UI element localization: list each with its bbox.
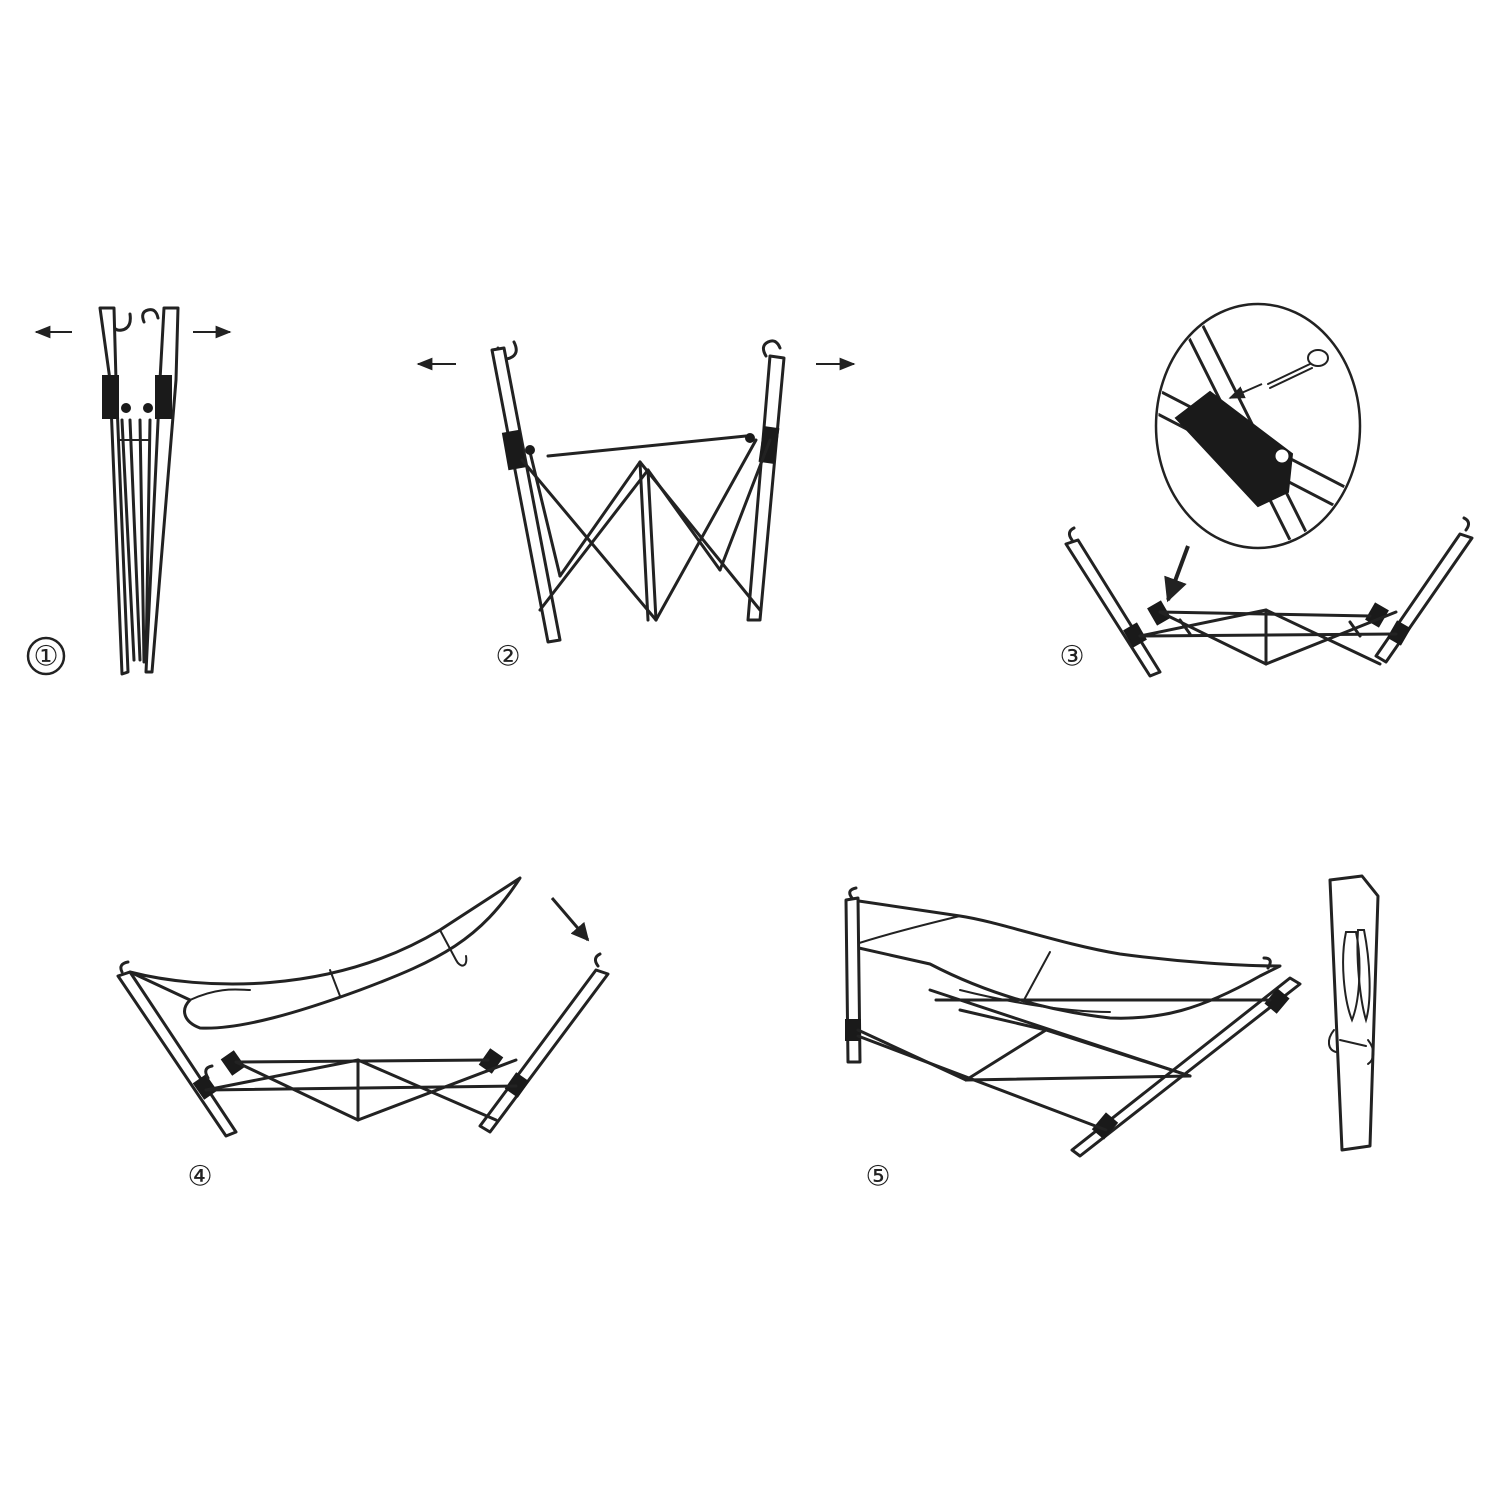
step-3-frame-expanded: ③: [1059, 302, 1474, 678]
step-number-5: ⑤: [865, 1160, 890, 1193]
hammock-bed: [128, 876, 522, 1030]
arrow-down-icon: [550, 897, 590, 942]
joint-sleeve: [501, 429, 527, 471]
joint-sleeve-detail: [1174, 390, 1294, 508]
joint-sleeve: [155, 375, 172, 419]
hook-icon: [141, 308, 160, 324]
hook-icon: [1262, 956, 1272, 970]
hook-icon: [593, 952, 602, 968]
arrow-down-icon: [1164, 545, 1190, 603]
step-5-assembled-hammock: ⑤: [844, 874, 1380, 1193]
step-4-attach-bed: ④: [116, 876, 610, 1193]
hook-icon: [1462, 516, 1471, 532]
step-1-folded-frame: ①: [26, 306, 232, 676]
step-number-1: ①: [33, 640, 58, 673]
hook-icon: [848, 886, 858, 900]
hook-icon: [1067, 526, 1076, 542]
step-number-2: ②: [495, 640, 520, 673]
hook-icon: [761, 339, 782, 358]
step-number-3: ③: [1059, 640, 1084, 673]
joint-sleeve: [102, 375, 119, 419]
step-number-4: ④: [187, 1160, 212, 1193]
arrow-icon: [1228, 383, 1263, 399]
pin-icon: [1267, 349, 1329, 389]
step-2-unfolding-frame: ②: [416, 339, 856, 673]
hook-icon: [119, 960, 130, 974]
